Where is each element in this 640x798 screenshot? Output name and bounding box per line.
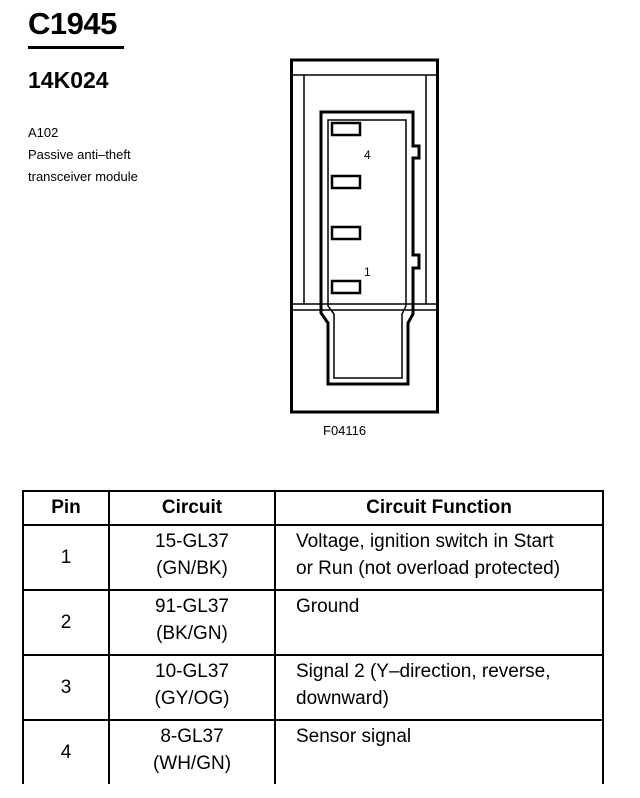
connector-housing: [290, 58, 439, 414]
function-text: downward): [296, 688, 389, 709]
circuit-cell: 15-GL37 (GN/BK): [108, 524, 276, 591]
table-header-row: Pin Circuit Circuit Function: [22, 490, 604, 526]
circuit-cell: 8-GL37 (WH/GN): [108, 719, 276, 784]
pin-cell: 4: [22, 719, 110, 784]
function-text: Ground: [296, 596, 360, 617]
connector-id-underline: [28, 46, 124, 49]
circuit-cell: 10-GL37 (GY/OG): [108, 654, 276, 721]
circuit-number: 8-GL37: [160, 726, 224, 747]
function-text: Signal 2 (Y–direction, reverse,: [296, 661, 551, 682]
function-cell: Signal 2 (Y–direction, reverse, downward…: [274, 654, 604, 721]
figure-reference: F04116: [323, 423, 367, 438]
circuit-number: 91-GL37: [155, 596, 229, 617]
header-pin: Pin: [22, 490, 110, 526]
table-row: 2 91-GL37 (BK/GN) Ground: [22, 589, 604, 656]
description-line-1: Passive anti–theft: [28, 147, 131, 162]
header-circuit: Circuit: [108, 490, 276, 526]
pin-label-1: 1: [364, 265, 371, 279]
pin-slot-3: [330, 174, 362, 190]
wire-color: (BK/GN): [156, 623, 228, 644]
pin-cell: 1: [22, 524, 110, 591]
wire-color: (GN/BK): [156, 558, 228, 579]
function-text: Sensor signal: [296, 726, 412, 747]
terminal-cavity-inner: [327, 119, 407, 379]
location-code: A102: [28, 125, 59, 140]
function-cell: Sensor signal: [274, 719, 604, 784]
connector-id: C1945: [28, 6, 117, 41]
pin-slot-1: [330, 279, 362, 295]
description-line-2: transceiver module: [28, 169, 138, 184]
circuit-cell: 91-GL37 (BK/GN): [108, 589, 276, 656]
wire-color: (WH/GN): [152, 753, 232, 774]
pin-cell: 3: [22, 654, 110, 721]
pin-cell: 2: [22, 589, 110, 656]
function-cell: Ground: [274, 589, 604, 656]
terminal-cavity-outer: [319, 110, 421, 386]
circuit-number: 10-GL37: [155, 661, 229, 682]
table-row: 3 10-GL37 (GY/OG) Signal 2 (Y–direction,…: [22, 654, 604, 721]
table-row: 4 8-GL37 (WH/GN) Sensor signal: [22, 719, 604, 784]
pin-label-4: 4: [364, 148, 371, 162]
wire-color: (GY/OG): [154, 688, 230, 709]
circuit-number: 15-GL37: [155, 531, 229, 552]
function-text: Voltage, ignition switch in Start: [296, 531, 554, 552]
header-circuit-function: Circuit Function: [274, 490, 604, 526]
pin-slot-2: [330, 225, 362, 241]
function-cell: Voltage, ignition switch in Start or Run…: [274, 524, 604, 591]
pinout-table: Pin Circuit Circuit Function 1 15-GL37 (…: [22, 490, 604, 784]
part-number: 14K024: [28, 67, 109, 93]
connector-diagram: 4 1: [290, 58, 439, 414]
table-row: 1 15-GL37 (GN/BK) Voltage, ignition swit…: [22, 524, 604, 591]
function-text: or Run (not overload protected): [296, 558, 561, 579]
pin-slot-4: [330, 121, 362, 137]
